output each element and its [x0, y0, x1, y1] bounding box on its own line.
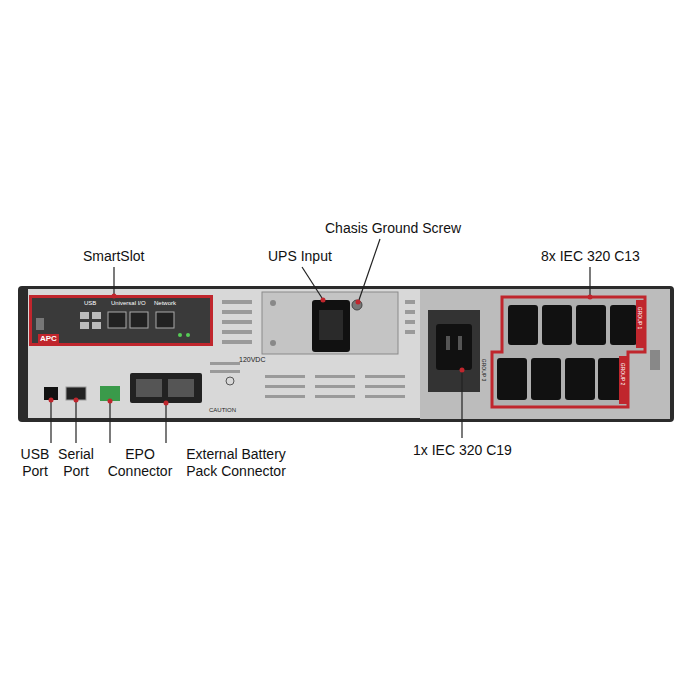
- callout-label: Chasis Ground Screw: [325, 220, 461, 237]
- callout-label: EPO Connector: [103, 446, 177, 480]
- callout-label: SmartSlot: [83, 248, 144, 265]
- caution-marking: CAUTION: [209, 407, 236, 414]
- callout-label: UPS Input: [268, 248, 332, 265]
- callout-label: External Battery Pack Connector: [175, 446, 297, 480]
- group-marking: GROUP 1: [637, 307, 643, 329]
- brand-badge: APC: [38, 334, 59, 344]
- voltage-marking: 120VDC: [239, 356, 265, 364]
- port-marking: Network: [154, 300, 176, 307]
- port-marking: USB: [84, 300, 96, 307]
- callout-label: 1x IEC 320 C19: [413, 442, 512, 459]
- callout-label: Serial Port: [54, 446, 98, 480]
- port-marking: Universal I/O: [111, 300, 146, 307]
- callout-label: USB Port: [17, 446, 53, 480]
- callout-label: 8x IEC 320 C13: [541, 248, 640, 265]
- group-marking: GROUP 2: [620, 363, 626, 385]
- group-marking: GROUP 3: [481, 359, 487, 381]
